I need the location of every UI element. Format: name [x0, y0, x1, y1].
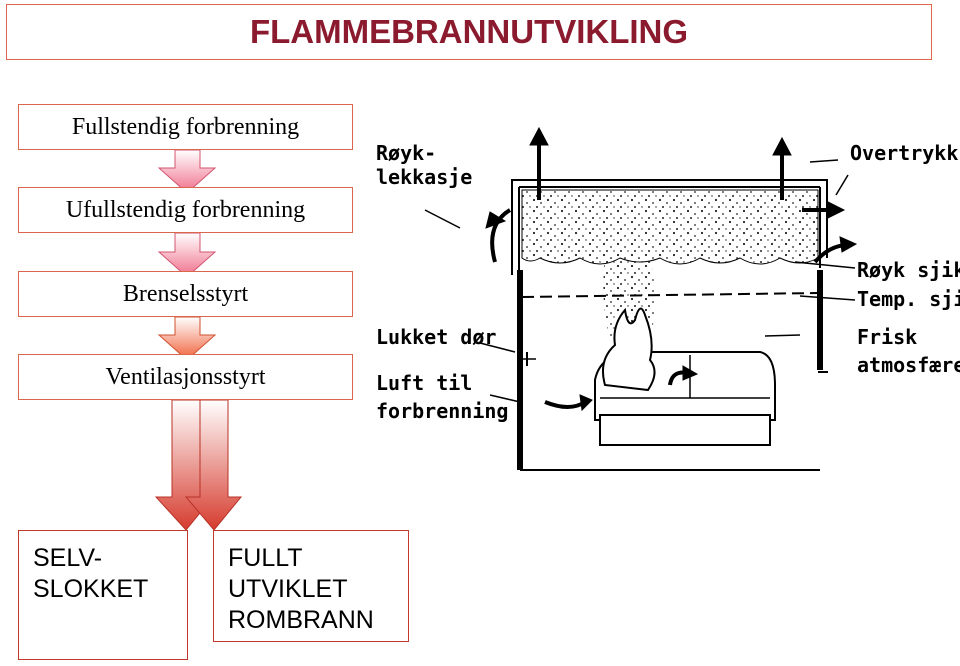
label-fresh-atmosphere-1: Frisk	[857, 325, 917, 349]
page-title: FLAMMEBRANNUTVIKLING	[249, 13, 689, 50]
stage-fuel-controlled: Brenselsstyrt	[18, 271, 353, 317]
label-combustion-air-2: forbrenning	[376, 399, 508, 423]
label-closed-door: Lukket dør	[376, 325, 496, 349]
outcome-full-room-fire-line-1: FULLT	[228, 544, 303, 572]
label-overpressure: Overtrykk	[850, 141, 958, 165]
stage-ventilation-controlled: Ventilasjonsstyrt	[18, 354, 353, 400]
outcome-full-room-fire-line-2: UTVIKLET	[228, 575, 348, 603]
outcome-self-extinguished-line-2: SLOKKET	[33, 575, 149, 603]
smoke-flow-arrows	[485, 126, 858, 412]
label-smoke-leakage-2: lekkasje	[376, 165, 472, 189]
outcome-full-room-fire-line-3: ROMBRANN	[228, 606, 374, 634]
outcome-arrow-full	[184, 399, 243, 531]
label-combustion-air-1: Luft til	[376, 371, 472, 395]
flow-arrow-3	[157, 316, 217, 361]
outcome-self-extinguished: SELV- SLOKKET	[18, 530, 188, 660]
outcome-self-extinguished-line-1: SELV-	[33, 544, 103, 572]
outcome-full-room-fire: FULLT UTVIKLET ROMBRANN	[213, 530, 409, 642]
label-smoke-layer: Røyk sjikt	[857, 258, 960, 282]
stage-complete-combustion: Fullstendig forbrenning	[18, 104, 353, 150]
label-smoke-leakage-1: Røyk-	[376, 141, 436, 165]
label-pointers	[424, 159, 856, 403]
label-temp-layer: Temp. sjikt	[857, 287, 960, 311]
label-fresh-atmosphere-2: atmosfære	[857, 353, 960, 377]
title-box: FLAMMEBRANNUTVIKLING	[6, 4, 932, 60]
flow-arrow-1	[157, 149, 217, 194]
stage-incomplete-combustion: Ufullstendig forbrenning	[18, 187, 353, 233]
room-illustration	[511, 179, 828, 471]
flow-arrow-2	[157, 232, 217, 278]
